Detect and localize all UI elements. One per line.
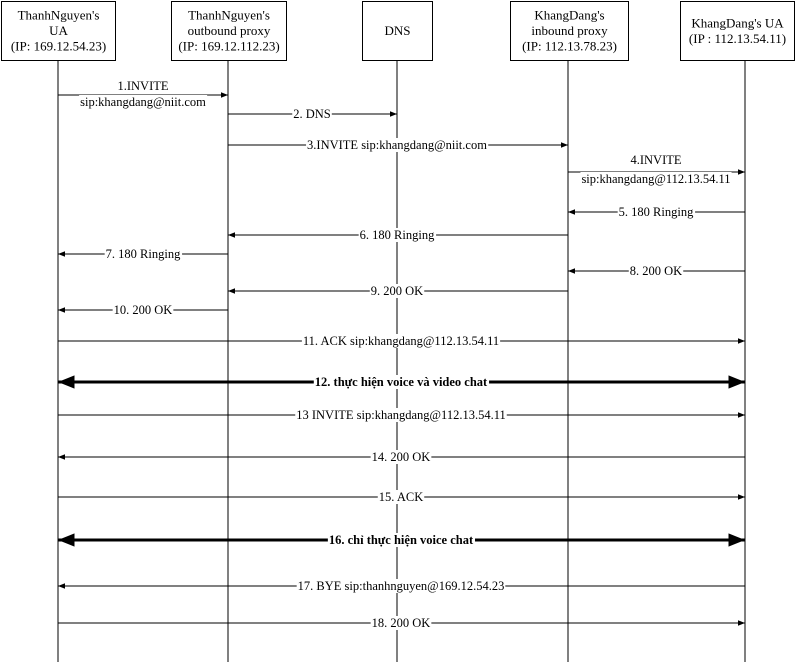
message-13: 13 INVITE sip:khangdang@112.13.54.11 <box>58 408 745 422</box>
message-3: 3.INVITE sip:khangdang@niit.com <box>228 138 568 152</box>
message-label: 17. BYE sip:thanhnguyen@169.12.54.23 <box>298 579 505 593</box>
participant-khang-ua: KhangDang's UA(IP : 112.13.54.11) <box>680 1 795 61</box>
participant-box <box>171 1 287 61</box>
participant-label: UA <box>49 23 68 38</box>
message-15: 15. ACK <box>58 490 745 504</box>
message-label: 7. 180 Ringing <box>106 247 181 261</box>
message-8: 8. 200 OK <box>568 264 745 278</box>
label-background <box>629 153 683 167</box>
label-background <box>370 616 432 630</box>
label-background <box>306 138 489 152</box>
message-18: 18. 200 OK <box>58 616 745 630</box>
message-14: 14. 200 OK <box>58 450 745 464</box>
label-background <box>79 95 208 109</box>
message-17: 17. BYE sip:thanhnguyen@169.12.54.23 <box>58 579 745 593</box>
message-11: 11. ACK sip:khangdang@112.13.54.11 <box>58 334 745 348</box>
message-label: 3.INVITE sip:khangdang@niit.com <box>307 138 487 152</box>
participant-label: KhangDang's UA <box>691 15 784 30</box>
message-label: 10. 200 OK <box>114 303 173 317</box>
participant-label: (IP: 169.12.112.23) <box>178 39 279 54</box>
message-2: 2. DNS <box>228 107 397 121</box>
message-label: sip:khangdang@niit.com <box>80 95 206 109</box>
participant-label: (IP: 169.12.54.23) <box>11 39 106 54</box>
message-6: 6. 180 Ringing <box>228 228 568 242</box>
message-10: 10. 200 OK <box>58 303 228 317</box>
message-label: sip:khangdang@112.13.54.11 <box>581 172 730 186</box>
message-label: 6. 180 Ringing <box>360 228 435 242</box>
participant-dns: DNS <box>362 1 433 61</box>
participant-label: (IP : 112.13.54.11) <box>689 31 786 46</box>
message-label: 16. chỉ thực hiện voice chat <box>329 533 474 547</box>
label-background <box>370 450 432 464</box>
participant-box <box>680 1 795 61</box>
label-background <box>580 172 732 186</box>
participant-box <box>1 1 116 61</box>
message-16: 16. chỉ thực hiện voice chat <box>58 533 745 547</box>
message-label: 9. 200 OK <box>371 284 423 298</box>
participant-label: outbound proxy <box>188 23 271 38</box>
label-background <box>369 284 425 298</box>
message-label: 14. 200 OK <box>372 450 431 464</box>
message-label: 11. ACK sip:khangdang@112.13.54.11 <box>303 334 499 348</box>
label-background <box>358 228 437 242</box>
message-5: 5. 180 Ringing <box>568 205 745 219</box>
message-label: 8. 200 OK <box>630 264 682 278</box>
participant-boxes: ThanhNguyen'sUA(IP: 169.12.54.23)ThanhNg… <box>1 1 795 61</box>
label-background <box>313 375 490 389</box>
label-background <box>617 205 696 219</box>
label-background <box>628 264 684 278</box>
label-background <box>116 79 170 93</box>
message-1: 1.INVITE sip:khangdang@niit.com <box>58 79 228 109</box>
message-12: 12. thực hiện voice và video chat <box>58 375 745 389</box>
label-background <box>112 303 174 317</box>
label-background <box>296 579 506 593</box>
label-background <box>292 107 332 121</box>
message-7: 7. 180 Ringing <box>58 247 228 261</box>
message-label: 4.INVITE <box>630 153 681 167</box>
message-label: 1.INVITE <box>117 79 168 93</box>
message-label: 12. thực hiện voice và video chat <box>315 375 488 389</box>
participant-label: ThanhNguyen's <box>188 8 270 23</box>
message-label: 5. 180 Ringing <box>619 205 694 219</box>
label-background <box>327 533 475 547</box>
message-label: 15. ACK <box>379 490 423 504</box>
participant-label: KhangDang's <box>534 8 604 23</box>
message-4: 4.INVITE sip:khangdang@112.13.54.11 <box>568 153 745 186</box>
participant-label: DNS <box>384 23 410 38</box>
label-background <box>104 247 183 261</box>
messages: 1.INVITE sip:khangdang@niit.com 2. DNS 3.IN… <box>58 79 745 630</box>
lifelines <box>57 60 746 662</box>
label-background <box>301 334 501 348</box>
participant-box <box>362 1 433 61</box>
label-background <box>295 408 507 422</box>
participant-box <box>510 1 629 61</box>
participant-thanh-ua: ThanhNguyen'sUA(IP: 169.12.54.23) <box>1 1 116 61</box>
participant-label: inbound proxy <box>531 23 608 38</box>
message-label: 18. 200 OK <box>372 616 431 630</box>
message-9: 9. 200 OK <box>228 284 568 298</box>
participant-label: ThanhNguyen's <box>18 8 100 23</box>
message-label: 13 INVITE sip:khangdang@112.13.54.11 <box>296 408 506 422</box>
label-background <box>377 490 425 504</box>
message-label: 2. DNS <box>293 107 331 121</box>
participant-label: (IP: 112.13.78.23) <box>522 39 617 54</box>
